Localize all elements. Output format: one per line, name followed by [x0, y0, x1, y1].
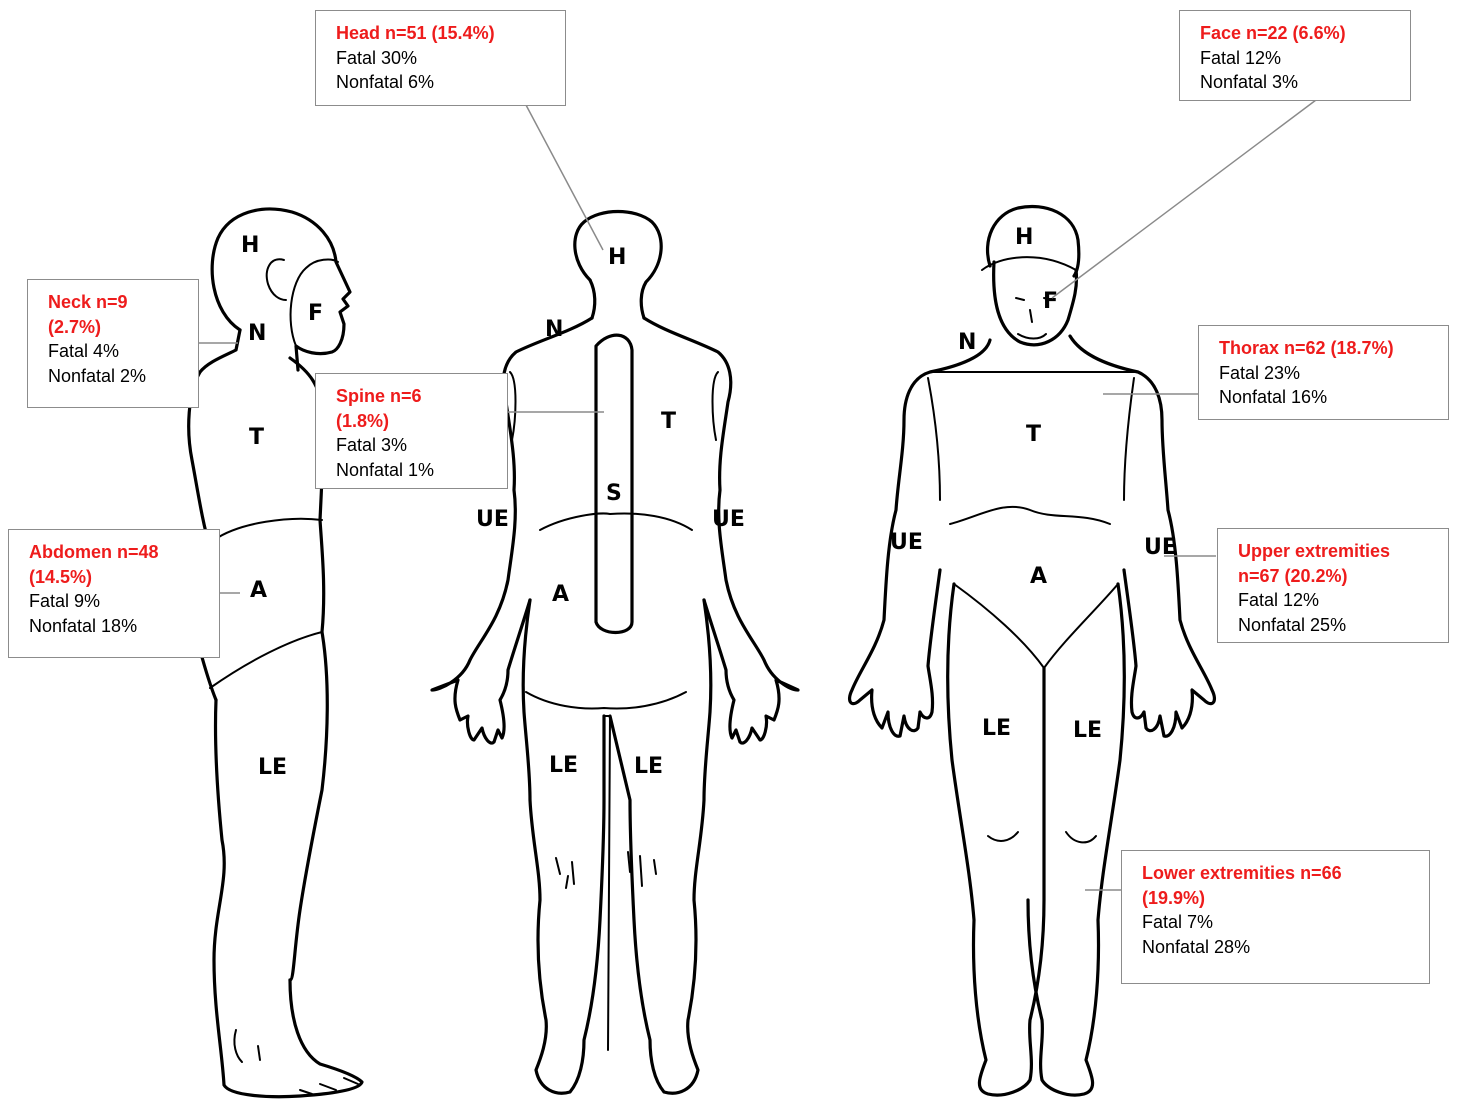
- abdomen-callout: Abdomen n=48 (14.5%) Fatal 9% Nonfatal 1…: [8, 529, 220, 658]
- face-callout: Face n=22 (6.6%) Fatal 12% Nonfatal 3%: [1179, 10, 1411, 101]
- upper-callout-nonfatal: Nonfatal 25%: [1238, 613, 1436, 638]
- front-le-left-label: LE: [982, 716, 1011, 741]
- abdomen-callout-title-2: (14.5%): [29, 565, 207, 590]
- lower-callout-title-1: Lower extremities n=66: [1142, 861, 1417, 886]
- side-neck-label: N: [248, 321, 266, 346]
- face-callout-title: Face n=22 (6.6%): [1200, 21, 1398, 46]
- spine-callout: Spine n=6 (1.8%) Fatal 3% Nonfatal 1%: [315, 373, 508, 489]
- upper-callout-title-2: n=67 (20.2%): [1238, 564, 1436, 589]
- spine-callout-title-1: Spine n=6: [336, 384, 495, 409]
- upper-extremities-callout: Upper extremities n=67 (20.2%) Fatal 12%…: [1217, 528, 1449, 643]
- face-leader: [1052, 100, 1316, 298]
- back-ue-right-label: UE: [712, 507, 745, 532]
- back-ue-left-label: UE: [476, 507, 509, 532]
- neck-callout-nonfatal: Nonfatal 2%: [48, 364, 186, 389]
- thorax-callout-nonfatal: Nonfatal 16%: [1219, 385, 1436, 410]
- spine-callout-title-2: (1.8%): [336, 409, 495, 434]
- lower-callout-fatal: Fatal 7%: [1142, 910, 1417, 935]
- back-view-figure: [432, 212, 798, 1094]
- back-head-label: H: [608, 245, 626, 270]
- upper-callout-fatal: Fatal 12%: [1238, 588, 1436, 613]
- neck-callout-title-2: (2.7%): [48, 315, 186, 340]
- upper-callout-title-1: Upper extremities: [1238, 539, 1436, 564]
- side-abdomen-label: A: [250, 578, 267, 603]
- front-ue-left-label: UE: [890, 530, 923, 555]
- side-face-label: F: [308, 301, 323, 326]
- lower-extremities-callout: Lower extremities n=66 (19.9%) Fatal 7% …: [1121, 850, 1430, 984]
- thorax-callout: Thorax n=62 (18.7%) Fatal 23% Nonfatal 1…: [1198, 325, 1449, 420]
- neck-callout-fatal: Fatal 4%: [48, 339, 186, 364]
- spine-callout-fatal: Fatal 3%: [336, 433, 495, 458]
- head-callout: Head n=51 (15.4%) Fatal 30% Nonfatal 6%: [315, 10, 566, 106]
- head-callout-fatal: Fatal 30%: [336, 46, 553, 71]
- face-callout-fatal: Fatal 12%: [1200, 46, 1398, 71]
- head-callout-title: Head n=51 (15.4%): [336, 21, 553, 46]
- neck-callout-title-1: Neck n=9: [48, 290, 186, 315]
- thorax-callout-title: Thorax n=62 (18.7%): [1219, 336, 1436, 361]
- neck-callout: Neck n=9 (2.7%) Fatal 4% Nonfatal 2%: [27, 279, 199, 408]
- head-leader: [526, 105, 603, 250]
- front-le-right-label: LE: [1073, 718, 1102, 743]
- back-le-left-label: LE: [549, 753, 578, 778]
- side-head-label: H: [241, 233, 259, 258]
- back-abdomen-label: A: [552, 582, 569, 607]
- back-spine-label: S: [606, 481, 622, 506]
- back-le-right-label: LE: [634, 754, 663, 779]
- abdomen-callout-title-1: Abdomen n=48: [29, 540, 207, 565]
- front-abdomen-label: A: [1030, 564, 1047, 589]
- back-thorax-label: T: [661, 409, 676, 434]
- side-lower-label: LE: [258, 755, 287, 780]
- thorax-callout-fatal: Fatal 23%: [1219, 361, 1436, 386]
- side-thorax-label: T: [249, 425, 264, 450]
- leader-lines: [198, 100, 1316, 890]
- spine-callout-nonfatal: Nonfatal 1%: [336, 458, 495, 483]
- lower-callout-nonfatal: Nonfatal 28%: [1142, 935, 1417, 960]
- back-neck-label: N: [545, 317, 563, 342]
- lower-callout-title-2: (19.9%): [1142, 886, 1417, 911]
- region-labels: H F N T A LE H N T S UE UE A LE LE H F N…: [241, 225, 1177, 780]
- front-face-label: F: [1043, 289, 1058, 314]
- front-thorax-label: T: [1026, 422, 1041, 447]
- abdomen-callout-fatal: Fatal 9%: [29, 589, 207, 614]
- face-callout-nonfatal: Nonfatal 3%: [1200, 70, 1398, 95]
- abdomen-callout-nonfatal: Nonfatal 18%: [29, 614, 207, 639]
- head-callout-nonfatal: Nonfatal 6%: [336, 70, 553, 95]
- front-head-label: H: [1015, 225, 1033, 250]
- front-neck-label: N: [958, 330, 976, 355]
